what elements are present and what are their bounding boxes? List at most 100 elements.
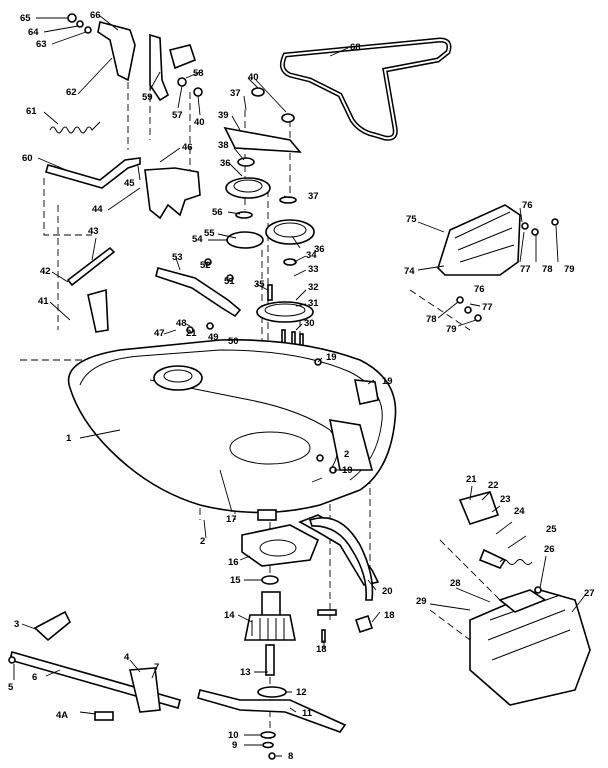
callout-10: 10 <box>228 730 239 741</box>
mower-deck-housing <box>67 339 397 514</box>
callout-53: 53 <box>172 252 183 263</box>
discharge-chute-27 <box>458 491 591 706</box>
callout-4A: 4A <box>56 710 68 721</box>
drive-belt <box>279 37 452 141</box>
callout-57: 57 <box>172 110 183 121</box>
callout-13: 13 <box>240 667 251 678</box>
callout-79: 79 <box>446 324 457 335</box>
callout-34: 34 <box>306 250 317 261</box>
callout-77: 77 <box>520 264 531 275</box>
callout-40: 40 <box>248 72 259 83</box>
callout-58: 58 <box>193 68 204 79</box>
callout-65: 65 <box>20 13 31 24</box>
callout-9: 9 <box>232 740 237 751</box>
callout-21: 21 <box>466 474 477 485</box>
callout-48: 48 <box>176 318 187 329</box>
callout-54: 54 <box>192 234 203 245</box>
callout-68: 68 <box>350 42 361 53</box>
callout-24: 24 <box>514 506 525 517</box>
deck-bracket-44 <box>144 167 201 220</box>
callout-14: 14 <box>224 610 235 621</box>
callout-63: 63 <box>36 39 47 50</box>
callout-3: 3 <box>14 619 19 630</box>
callout-50: 50 <box>228 336 239 347</box>
callout-19: 19 <box>326 352 337 363</box>
deck-hanger-parts <box>8 610 181 721</box>
callout-46: 46 <box>182 142 193 153</box>
callout-76: 76 <box>474 284 485 295</box>
callout-38: 38 <box>218 140 229 151</box>
callout-42: 42 <box>40 266 51 277</box>
callout-25: 25 <box>546 524 557 535</box>
callout-7: 7 <box>154 662 159 673</box>
spindle-14 <box>244 575 296 760</box>
callout-30: 30 <box>304 318 315 329</box>
callout-52: 52 <box>200 260 211 271</box>
callout-29: 29 <box>416 596 427 607</box>
mulch-cover-74 <box>437 204 559 322</box>
callout-1: 1 <box>66 433 72 444</box>
callout-40: 40 <box>194 117 205 128</box>
lift-linkage-assembly <box>67 13 203 102</box>
callout-41: 41 <box>38 296 49 307</box>
spindle-housing-16 <box>241 509 320 567</box>
callout-74: 74 <box>404 266 415 277</box>
callout-76: 76 <box>522 200 533 211</box>
callout-36: 36 <box>220 158 231 169</box>
callout-78: 78 <box>542 264 553 275</box>
callout-49: 49 <box>208 332 219 343</box>
leader-lines <box>13 15 587 757</box>
callout-21: 21 <box>186 328 197 339</box>
callout-56: 56 <box>212 207 223 218</box>
callout-2: 2 <box>200 536 205 547</box>
callout-39: 39 <box>218 110 229 121</box>
callout-60: 60 <box>22 153 33 164</box>
callout-55: 55 <box>204 228 215 239</box>
callout-18: 18 <box>316 644 327 655</box>
callout-11: 11 <box>302 708 313 719</box>
callout-37: 37 <box>308 191 319 202</box>
callout-6: 6 <box>32 672 37 683</box>
callout-33: 33 <box>308 264 319 275</box>
callout-16: 16 <box>228 557 239 568</box>
callout-4: 4 <box>124 652 130 663</box>
callout-12: 12 <box>296 687 307 698</box>
callout-32: 32 <box>308 282 319 293</box>
callout-64: 64 <box>28 27 39 38</box>
callout-35: 35 <box>254 279 265 290</box>
callout-75: 75 <box>406 214 417 225</box>
callout-19: 19 <box>342 465 353 476</box>
rod-60 <box>45 157 141 189</box>
callout-17: 17 <box>226 514 237 525</box>
callout-18: 18 <box>384 610 395 621</box>
link-rod-43 <box>66 246 116 333</box>
callout-66: 66 <box>90 10 101 21</box>
callout-27: 27 <box>584 588 595 599</box>
callout-62: 62 <box>66 87 77 98</box>
callout-labels: 65 64 63 66 62 59 58 57 40 61 60 46 45 4… <box>8 10 595 762</box>
callout-59: 59 <box>142 92 153 103</box>
callout-5: 5 <box>8 682 14 693</box>
callout-31: 31 <box>308 298 319 309</box>
callout-15: 15 <box>230 575 241 586</box>
callout-78: 78 <box>426 314 437 325</box>
callout-45: 45 <box>124 178 135 189</box>
callout-37: 37 <box>230 88 241 99</box>
callout-61: 61 <box>26 106 37 117</box>
callout-79: 79 <box>564 264 575 275</box>
callout-36: 36 <box>314 244 325 255</box>
spring-61 <box>49 121 101 134</box>
pulley-stack <box>223 87 315 357</box>
callout-51: 51 <box>224 276 235 287</box>
callout-28: 28 <box>450 578 461 589</box>
callout-77: 77 <box>482 302 493 313</box>
callout-23: 23 <box>500 494 511 505</box>
idler-arm-53 <box>155 258 242 334</box>
blade-11 <box>197 689 347 733</box>
callout-20: 20 <box>382 586 393 597</box>
callout-43: 43 <box>88 226 99 237</box>
callout-8: 8 <box>288 751 293 762</box>
callout-44: 44 <box>92 204 103 215</box>
callout-19: 19 <box>382 376 393 387</box>
callout-26: 26 <box>544 544 555 555</box>
